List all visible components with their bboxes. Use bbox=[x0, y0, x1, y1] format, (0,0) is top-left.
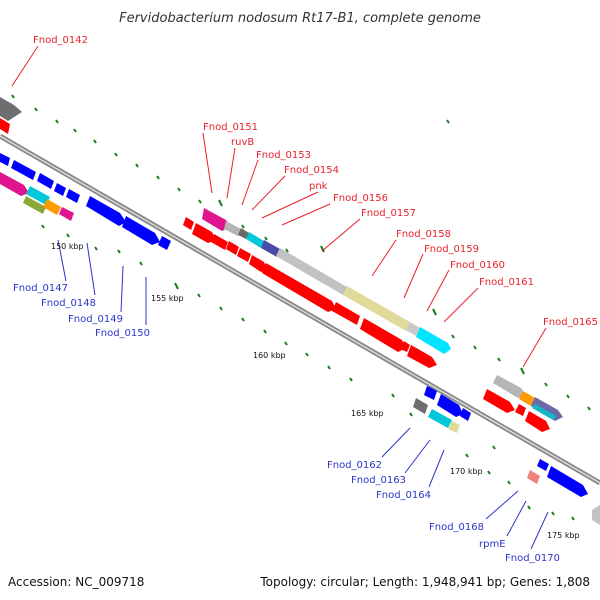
gene-fnod-0156[interactable] bbox=[276, 248, 347, 295]
gene-left-blue-1[interactable] bbox=[0, 153, 10, 166]
red-gene-labels: Fnod_0142 Fnod_0151 ruvB Fnod_0153 Fnod_… bbox=[33, 35, 598, 328]
gene-red-5[interactable] bbox=[237, 248, 251, 262]
kbp-label-170: 170 kbp bbox=[450, 467, 483, 476]
outer-gene-track bbox=[0, 97, 600, 525]
label-fnod-0170[interactable]: Fnod_0170 bbox=[505, 553, 560, 564]
gene-left-blue-3[interactable] bbox=[37, 173, 54, 189]
map-title: Fervidobacterium nodosum Rt17-B1, comple… bbox=[119, 11, 481, 26]
gene-left-blue-2[interactable] bbox=[11, 160, 36, 180]
blue-gene-labels: Fnod_0147 Fnod_0148 Fnod_0149 Fnod_0150 … bbox=[13, 283, 560, 564]
red-leader-lines bbox=[11, 45, 547, 368]
gene-left-magenta[interactable] bbox=[59, 207, 74, 221]
gene-fnod-0154[interactable] bbox=[246, 232, 264, 248]
gene-left-pink[interactable] bbox=[0, 172, 29, 196]
gene-red-8[interactable] bbox=[332, 302, 360, 325]
gene-red-1[interactable] bbox=[183, 217, 194, 230]
label-fnod-0162[interactable]: Fnod_0162 bbox=[327, 460, 382, 471]
genome-backbone bbox=[0, 133, 600, 486]
blue-leader-lines bbox=[57, 239, 549, 550]
gene-rpme[interactable] bbox=[537, 459, 549, 471]
gene-pnk[interactable] bbox=[261, 240, 280, 257]
label-fnod-0149[interactable]: Fnod_0149 bbox=[68, 314, 123, 325]
label-fnod-0159[interactable]: Fnod_0159 bbox=[424, 244, 479, 255]
gene-red-4[interactable] bbox=[226, 241, 239, 255]
label-fnod-0163[interactable]: Fnod_0163 bbox=[351, 475, 406, 486]
gene-fnod-0165-d[interactable] bbox=[532, 404, 556, 420]
reverse-gene-track bbox=[0, 153, 588, 497]
kbp-label-175: 175 kbp bbox=[547, 531, 580, 540]
gene-ruvb[interactable] bbox=[224, 221, 241, 236]
label-fnod-0142[interactable]: Fnod_0142 bbox=[33, 35, 88, 46]
label-fnod-0164[interactable]: Fnod_0164 bbox=[376, 490, 431, 501]
gene-red-2[interactable] bbox=[192, 223, 216, 243]
gene-red-14[interactable] bbox=[525, 411, 550, 432]
label-fnod-0156[interactable]: Fnod_0156 bbox=[333, 193, 388, 204]
gene-fnod-0150b[interactable] bbox=[158, 236, 171, 250]
gene-red-7[interactable] bbox=[262, 263, 336, 312]
accession-text: Accession: NC_009718 bbox=[8, 575, 144, 589]
gene-fnod-0165-c[interactable] bbox=[531, 397, 563, 421]
label-fnod-0151[interactable]: Fnod_0151 bbox=[203, 122, 258, 133]
gene-fnod-0151[interactable] bbox=[202, 208, 231, 231]
kbp-labels: 150 kbp 155 kbp 160 kbp 165 kbp 170 kbp … bbox=[51, 242, 580, 540]
genome-summary-text: Topology: circular; Length: 1,948,941 bp… bbox=[259, 575, 590, 589]
gene-left-cyan[interactable] bbox=[26, 186, 50, 205]
gene-fnod-0165-b[interactable] bbox=[519, 391, 535, 406]
gene-fnod-0157[interactable] bbox=[343, 286, 410, 331]
gene-fnod-0142[interactable] bbox=[0, 97, 22, 121]
gene-red-11[interactable] bbox=[407, 345, 437, 368]
label-fnod-0161[interactable]: Fnod_0161 bbox=[479, 277, 534, 288]
label-fnod-0154[interactable]: Fnod_0154 bbox=[284, 165, 339, 176]
gene-red-left[interactable] bbox=[0, 118, 10, 134]
label-fnod-0148[interactable]: Fnod_0148 bbox=[41, 298, 96, 309]
gene-red-10[interactable] bbox=[400, 341, 410, 352]
gene-fnod-0162[interactable] bbox=[413, 398, 428, 414]
gene-red-13[interactable] bbox=[515, 404, 526, 416]
gene-fnod-0165-a[interactable] bbox=[493, 375, 526, 398]
gene-left-blue-5[interactable] bbox=[66, 189, 80, 203]
kbp-label-155: 155 kbp bbox=[151, 294, 184, 303]
gene-fnod-0168[interactable] bbox=[527, 470, 540, 484]
kbp-label-165: 165 kbp bbox=[351, 409, 384, 418]
gene-fnod-0149[interactable] bbox=[86, 196, 126, 226]
label-fnod-0168[interactable]: Fnod_0168 bbox=[429, 522, 484, 533]
label-fnod-0147[interactable]: Fnod_0147 bbox=[13, 283, 68, 294]
label-pnk[interactable]: pnk bbox=[309, 181, 328, 192]
label-fnod-0165[interactable]: Fnod_0165 bbox=[543, 317, 598, 328]
label-fnod-0153[interactable]: Fnod_0153 bbox=[256, 150, 311, 161]
gene-fnod-0170[interactable] bbox=[547, 466, 588, 497]
scale-ticks bbox=[11, 94, 591, 521]
forward-red-track bbox=[0, 118, 550, 432]
kbp-label-150: 150 kbp bbox=[51, 242, 84, 251]
label-fnod-0150[interactable]: Fnod_0150 bbox=[95, 328, 150, 339]
gene-left-blue-4[interactable] bbox=[54, 183, 66, 196]
label-fnod-0157[interactable]: Fnod_0157 bbox=[361, 208, 416, 219]
gene-fnod-0163[interactable] bbox=[428, 409, 452, 428]
label-ruvb[interactable]: ruvB bbox=[231, 137, 254, 148]
gene-fnod-0164[interactable] bbox=[448, 421, 460, 433]
gene-fnod-0159[interactable] bbox=[416, 327, 451, 354]
gene-red-12[interactable] bbox=[483, 389, 515, 413]
gene-blue-mid-3[interactable] bbox=[460, 408, 471, 421]
gene-blue-mid-1[interactable] bbox=[424, 386, 437, 400]
gene-left-orange[interactable] bbox=[43, 199, 61, 215]
gene-red-9[interactable] bbox=[360, 318, 406, 352]
gene-red-6[interactable] bbox=[249, 255, 268, 272]
gene-blue-mid-2[interactable] bbox=[437, 394, 463, 417]
gene-fnod-0150[interactable] bbox=[122, 216, 160, 245]
label-rpme[interactable]: rpmE bbox=[479, 539, 506, 550]
gene-fnod-0158[interactable] bbox=[406, 322, 420, 336]
gene-left-olive[interactable] bbox=[23, 196, 46, 214]
label-fnod-0158[interactable]: Fnod_0158 bbox=[396, 229, 451, 240]
gene-right-edge[interactable] bbox=[592, 505, 600, 525]
label-fnod-0160[interactable]: Fnod_0160 bbox=[450, 260, 505, 271]
gene-fnod-0153[interactable] bbox=[238, 228, 249, 239]
kbp-label-160: 160 kbp bbox=[253, 351, 286, 360]
gene-red-3[interactable] bbox=[211, 234, 228, 250]
